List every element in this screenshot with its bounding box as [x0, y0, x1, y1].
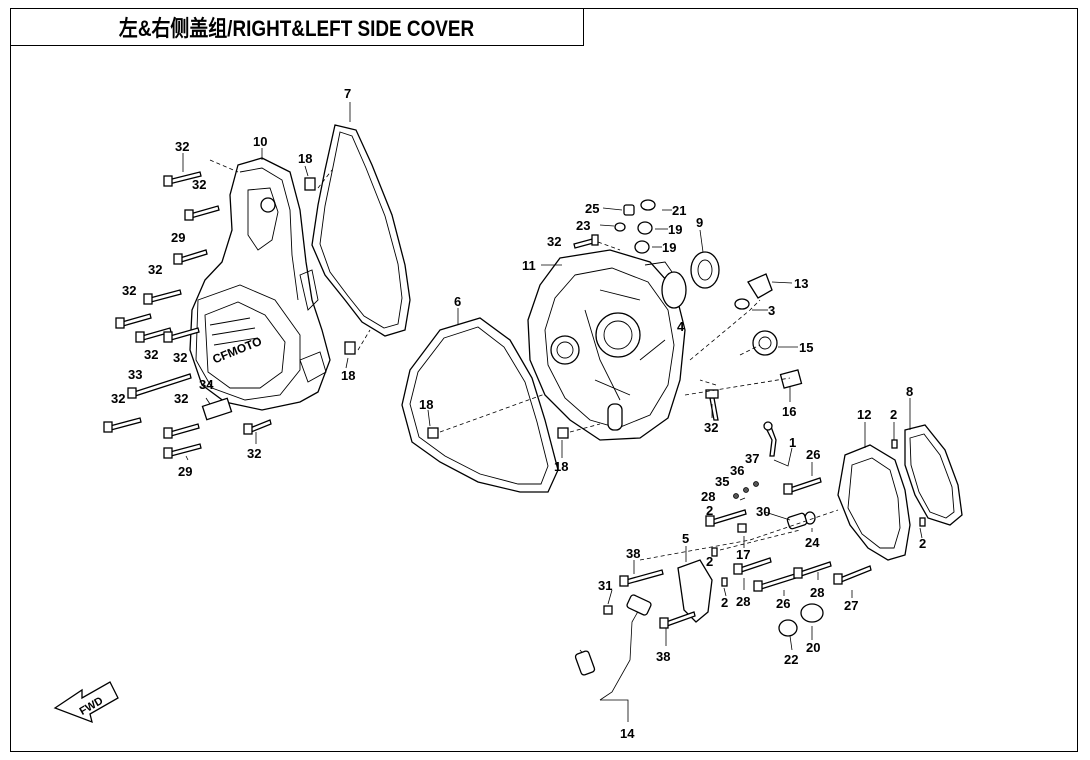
callout-38: 38	[626, 546, 640, 561]
forward-arrow-icon	[53, 681, 119, 724]
callout-24: 24	[805, 535, 820, 550]
callout-32: 32	[174, 391, 188, 406]
label-16	[779, 369, 803, 389]
callout-32: 32	[144, 347, 158, 362]
callout-8: 8	[906, 384, 913, 399]
callout-9: 9	[696, 215, 703, 230]
callout-32: 32	[122, 283, 136, 298]
callout-1: 1	[789, 435, 796, 450]
callout-34: 34	[199, 377, 214, 392]
callout-2: 2	[890, 407, 897, 422]
callout-20: 20	[806, 640, 820, 655]
o-ring-3	[734, 298, 750, 310]
callout-18: 18	[419, 397, 433, 412]
callout-19: 19	[668, 222, 682, 237]
callout-12: 12	[857, 407, 871, 422]
callout-6: 6	[454, 294, 461, 309]
callout-2: 2	[919, 536, 926, 551]
callout-labels: 7 10 32 18 32 29 32 32 32 32 33 34 32 32…	[111, 86, 926, 741]
callout-32: 32	[547, 234, 561, 249]
callout-19: 19	[662, 240, 676, 255]
callout-29: 29	[171, 230, 185, 245]
callout-13: 13	[794, 276, 808, 291]
plug-25	[623, 204, 635, 216]
callout-18: 18	[298, 151, 312, 166]
callout-18: 18	[554, 459, 568, 474]
callout-23: 23	[576, 218, 590, 233]
callout-18: 18	[341, 368, 355, 383]
callout-30: 30	[756, 504, 770, 519]
callout-27: 27	[844, 598, 858, 613]
plug-21	[640, 199, 656, 211]
callout-26: 26	[776, 596, 790, 611]
oil-seal-19a	[637, 221, 653, 235]
callout-29: 29	[178, 464, 192, 479]
callout-2: 2	[706, 503, 713, 518]
callout-32: 32	[192, 177, 206, 192]
callout-11: 11	[522, 258, 536, 273]
callout-32: 32	[111, 391, 125, 406]
callout-2: 2	[721, 595, 728, 610]
callout-10: 10	[253, 134, 267, 149]
callout-33: 33	[128, 367, 142, 382]
callout-32: 32	[148, 262, 162, 277]
callout-26: 26	[806, 447, 820, 462]
callout-4: 4	[677, 319, 685, 334]
callout-32: 32	[247, 446, 261, 461]
callout-7: 7	[344, 86, 351, 101]
title-block: 左&右侧盖组/RIGHT&LEFT SIDE COVER	[10, 8, 584, 46]
callout-32: 32	[175, 139, 189, 154]
sensor-bracket-5	[677, 559, 713, 623]
right-outer-plate	[837, 444, 911, 561]
callout-14: 14	[620, 726, 635, 741]
callout-25: 25	[585, 201, 599, 216]
callout-32: 32	[173, 350, 187, 365]
callout-17: 17	[736, 547, 750, 562]
callout-22: 22	[784, 652, 798, 667]
callout-32: 32	[704, 420, 718, 435]
callout-35: 35	[715, 474, 729, 489]
leader-lines	[182, 102, 923, 722]
callout-28: 28	[701, 489, 715, 504]
callout-31: 31	[598, 578, 612, 593]
right-cover-gasket	[401, 317, 559, 493]
callout-36: 36	[730, 463, 744, 478]
o-ring-4	[661, 271, 687, 309]
callout-2: 2	[706, 554, 713, 569]
callout-28: 28	[810, 585, 824, 600]
callout-15: 15	[799, 340, 813, 355]
plug-13	[747, 273, 773, 299]
callout-5: 5	[682, 531, 689, 546]
bolts	[103, 171, 926, 629]
callout-38: 38	[656, 649, 670, 664]
seal-15	[752, 330, 778, 356]
o-ring-23	[614, 222, 626, 232]
page-title: 左&右侧盖组/RIGHT&LEFT SIDE COVER	[119, 16, 475, 41]
alignment-lines	[209, 159, 839, 561]
left-side-cover	[189, 157, 331, 411]
oil-seal-9	[690, 251, 720, 289]
callout-16: 16	[782, 404, 796, 419]
bearing-20	[800, 603, 824, 623]
left-cover-gasket	[311, 124, 411, 337]
plate-gasket	[904, 424, 963, 526]
callout-28: 28	[736, 594, 750, 609]
right-side-cover	[527, 249, 686, 441]
callout-21: 21	[672, 203, 686, 218]
oil-seal-19b	[634, 240, 650, 254]
callout-3: 3	[768, 303, 775, 318]
seal-22	[778, 619, 798, 637]
callout-37: 37	[745, 451, 759, 466]
